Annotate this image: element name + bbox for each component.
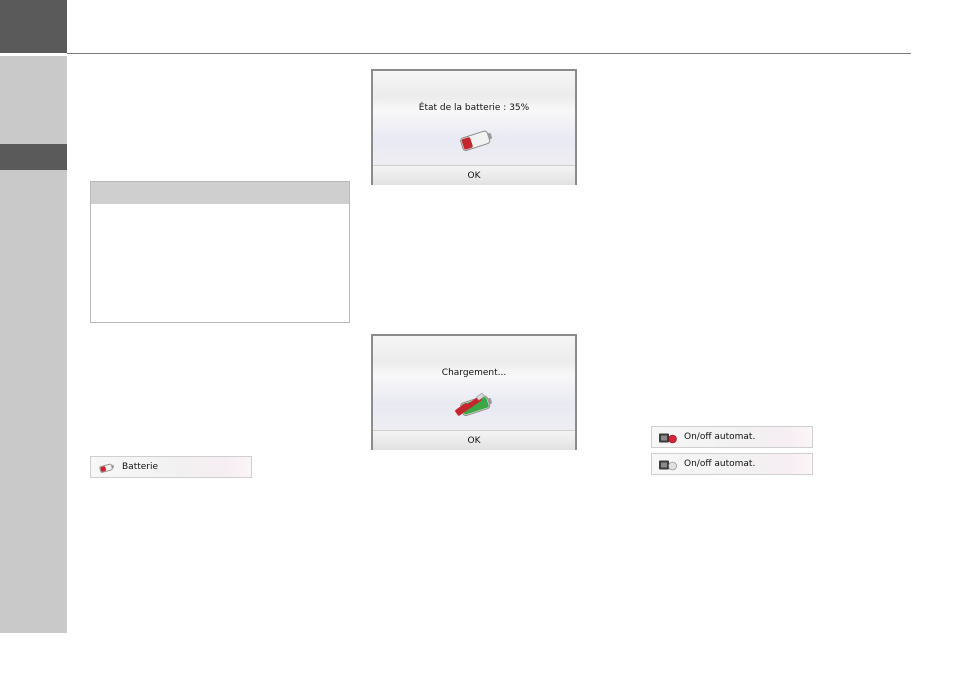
- auto-off-label-active: On/off automat.: [684, 432, 756, 442]
- ok-button[interactable]: OK: [373, 165, 575, 185]
- chapter-corner-block: [0, 0, 67, 53]
- power-on-icon: [658, 432, 678, 452]
- chapter-rail: [0, 56, 67, 633]
- ok-button-label: OK: [467, 436, 481, 446]
- usb-plug-icon: [455, 392, 485, 416]
- power-off-icon: [658, 459, 678, 479]
- note-box-header: [91, 182, 349, 204]
- chapter-tab-active: [0, 144, 67, 170]
- auto-off-label-inactive: On/off automat.: [684, 459, 756, 469]
- battery-status-screen: État de la batterie : 35% OK: [371, 69, 577, 185]
- auto-off-button-active[interactable]: On/off automat.: [651, 426, 813, 448]
- battery-menu-button[interactable]: Batterie: [90, 456, 252, 478]
- note-box: [90, 181, 350, 323]
- auto-off-button-inactive[interactable]: On/off automat.: [651, 453, 813, 475]
- battery-small-icon: [98, 462, 116, 482]
- charging-screen: Chargement... OK: [371, 334, 577, 450]
- header-rule: [67, 53, 911, 54]
- charging-battery-icon: [453, 390, 499, 424]
- ok-button[interactable]: OK: [373, 430, 575, 450]
- charging-message: Chargement...: [441, 368, 507, 378]
- ok-button-label: OK: [467, 171, 481, 181]
- battery-menu-label: Batterie: [122, 462, 159, 472]
- battery-icon: [457, 127, 495, 157]
- battery-status-message: État de la batterie : 35%: [418, 103, 530, 113]
